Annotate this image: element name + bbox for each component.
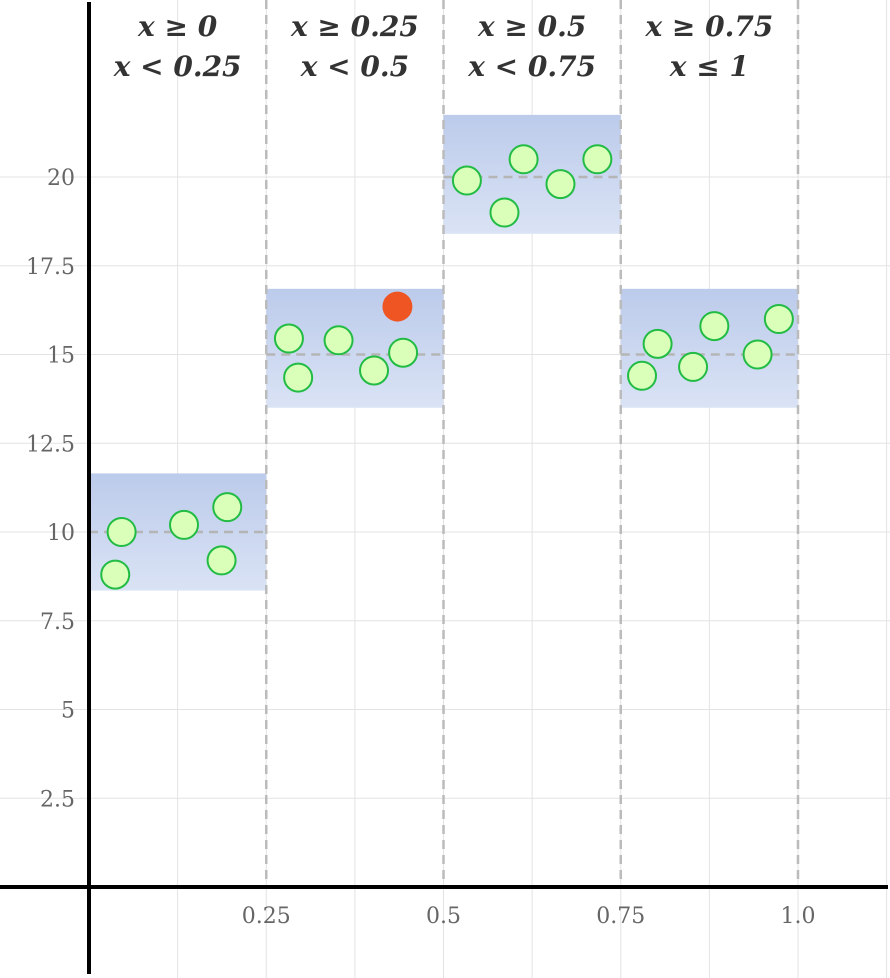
y-tick-label: 15 xyxy=(47,344,75,369)
data-point xyxy=(678,351,709,382)
data-points xyxy=(100,144,794,590)
outlier-point xyxy=(382,291,413,322)
data-point xyxy=(100,559,131,590)
data-point xyxy=(212,492,243,523)
data-point xyxy=(169,509,200,540)
data-point xyxy=(642,328,673,359)
data-point xyxy=(508,144,539,175)
region-label-2-line1: x ≥ 0.25 xyxy=(290,10,419,43)
region-labels: x ≥ 0 x < 0.25 x ≥ 0.25 x < 0.5 x ≥ 0.5 x < 0… xyxy=(113,10,774,83)
region-label-1-line1: x ≥ 0 xyxy=(137,10,218,43)
y-tick-label: 20 xyxy=(47,166,75,191)
region-label-1-line2: x < 0.25 xyxy=(113,50,242,83)
data-point xyxy=(323,325,354,356)
data-point xyxy=(451,165,482,196)
region-label-3-line1: x ≥ 0.5 xyxy=(477,10,586,43)
region-label-2-line2: x < 0.5 xyxy=(300,50,409,83)
y-tick-label: 12.5 xyxy=(26,432,75,457)
data-point xyxy=(742,339,773,370)
x-tick-label: 0.75 xyxy=(596,904,645,929)
data-point xyxy=(283,362,314,393)
y-tick-label: 10 xyxy=(47,521,75,546)
data-point xyxy=(273,323,304,354)
data-point xyxy=(627,360,658,391)
y-tick-label: 17.5 xyxy=(26,255,75,280)
data-point xyxy=(388,337,419,368)
data-point xyxy=(582,144,613,175)
region-label-4-line1: x ≥ 0.75 xyxy=(644,10,773,43)
y-tick-label: 7.5 xyxy=(40,610,75,635)
x-tick-label: 0.5 xyxy=(426,904,461,929)
region-boundaries xyxy=(265,0,800,887)
data-point xyxy=(763,304,794,334)
data-point xyxy=(106,517,137,547)
data-point xyxy=(699,311,730,342)
data-point xyxy=(489,197,520,228)
data-point xyxy=(206,545,237,576)
region-label-3-line2: x < 0.75 xyxy=(467,50,596,83)
y-tick-label: 2.5 xyxy=(40,787,75,812)
x-tick-label: 0.25 xyxy=(242,904,291,929)
x-tick-label: 1.0 xyxy=(781,904,816,929)
y-tick-label: 5 xyxy=(61,699,75,724)
region-label-4-line2: x ≤ 1 xyxy=(669,50,749,83)
tick-labels: 0.25 0.5 0.75 1.0 2.5 5 7.5 10 12.5 15 17.5 20 xyxy=(26,166,815,929)
data-point xyxy=(545,169,576,200)
data-point xyxy=(359,355,390,386)
